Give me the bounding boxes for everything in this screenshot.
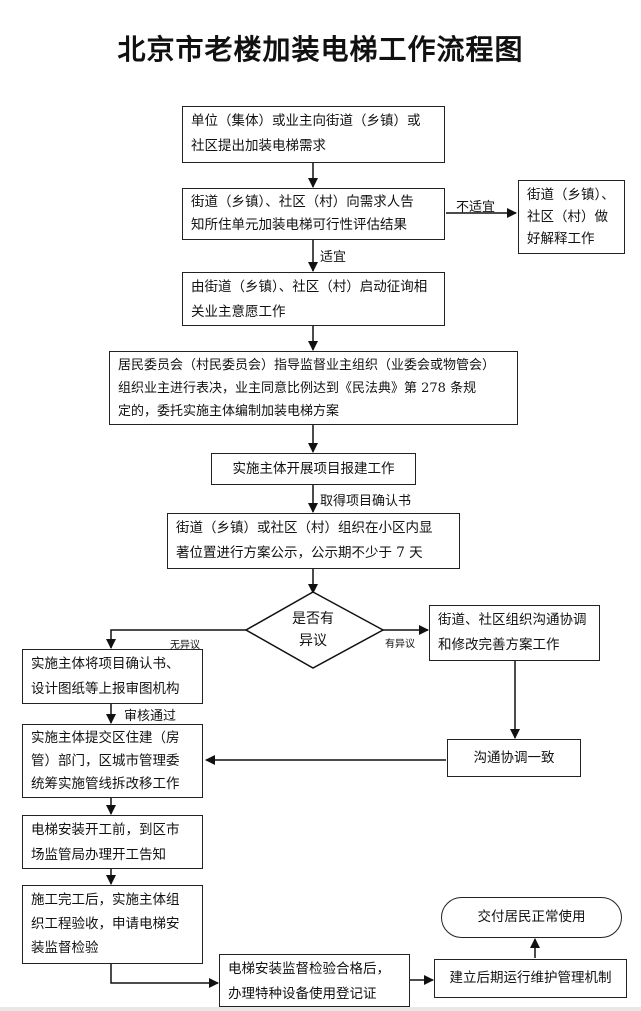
step-coordinate-line1: 街道、社区组织沟通协调	[438, 612, 587, 628]
step-start-notice-line2: 场监管局办理开工告知	[31, 847, 166, 863]
step-acceptance-line2: 织工程验收，申请电梯安	[31, 916, 180, 932]
step-assessment-line2: 知所住单元加装电梯可行性评估结果	[191, 217, 407, 233]
step-start-notice-line1: 电梯安装开工前，到区市	[31, 822, 180, 838]
step-explain-line3: 好解释工作	[527, 231, 595, 247]
step-review-box: 实施主体将项目确认书、 设计图纸等上报审图机构	[22, 649, 203, 704]
step-agreed-box: 沟通协调一致	[447, 739, 581, 777]
step-request-box: 单位（集体）或业主向街道（乡镇）或 社区提出加装电梯需求	[182, 106, 445, 163]
arrow-left4-bottommid	[110, 963, 219, 988]
step-request-line1: 单位（集体）或业主向街道（乡镇）或	[191, 113, 421, 129]
step-delivery-text: 交付居民正常使用	[477, 909, 586, 925]
step-pipeline-line3: 统筹实施管线拆改移工作	[31, 776, 180, 792]
step-vote-box: 居民委员会（村民委员会）指导监督业主组织（业委会或物管会） 组织业主进行表决，业…	[109, 351, 518, 425]
decision-diamond	[244, 591, 385, 669]
step-vote-line2: 组织业主进行表决，业主同意比例达到《民法典》第 278 条规	[118, 381, 477, 396]
label-no-objection: 无异议	[170, 640, 200, 651]
label-review-pass: 审核通过	[124, 709, 177, 724]
step-pipeline-box: 实施主体提交区住建（房 管）部门，区城市管理委 统筹实施管线拆改移工作	[22, 724, 203, 798]
decision-line1: 是否有	[292, 611, 334, 627]
step-pipeline-line1: 实施主体提交区住建（房	[31, 730, 180, 746]
step-start-notice-box: 电梯安装开工前，到区市 场监管局办理开工告知	[22, 815, 203, 869]
step-assessment-box: 街道（乡镇）、社区（村）向需求人告 知所住单元加装电梯可行性评估结果	[182, 188, 445, 240]
page-bottom-edge	[0, 1007, 641, 1011]
step-explain-box: 街道（乡镇）、 社区（村）做 好解释工作	[518, 180, 625, 254]
step-delivery-oval: 交付居民正常使用	[441, 897, 622, 938]
step-maintenance-text: 建立后期运行维护管理机制	[449, 970, 612, 986]
label-suitable: 适宜	[320, 250, 347, 265]
label-has-objection: 有异议	[385, 639, 415, 650]
step-consult-line2: 关业主意愿工作	[191, 304, 286, 320]
step-consult-box: 由街道（乡镇）、社区（村）启动征询相 关业主意愿工作	[182, 272, 445, 326]
step-filing-box: 实施主体开展项目报建工作	[211, 453, 416, 485]
step-vote-line3: 定的，委托实施主体编制加装电梯方案	[118, 404, 340, 419]
step-request-line2: 社区提出加装电梯需求	[191, 138, 326, 154]
step-publicity-line2: 著位置进行方案公示，公示期不少于 7 天	[176, 545, 423, 561]
step-vote-line1: 居民委员会（村民委员会）指导监督业主组织（业委会或物管会）	[118, 358, 496, 373]
page-title: 北京市老楼加装电梯工作流程图	[117, 33, 524, 66]
step-review-line1: 实施主体将项目确认书、	[31, 656, 180, 672]
step-assessment-line1: 街道（乡镇）、社区（村）向需求人告	[191, 194, 414, 210]
step-maintenance-box: 建立后期运行维护管理机制	[434, 959, 627, 998]
label-get-confirm: 取得项目确认书	[320, 494, 412, 509]
step-acceptance-box: 施工完工后，实施主体组 织工程验收，申请电梯安 装监督检验	[22, 885, 203, 964]
decision-text: 是否有 异议	[263, 608, 363, 652]
step-coordinate-box: 街道、社区组织沟通协调 和修改完善方案工作	[429, 605, 600, 661]
arrow-diamond-left	[106, 629, 246, 649]
label-not-suitable: 不适宜	[456, 200, 496, 215]
step-publicity-line1: 街道（乡镇）或社区（村）组织在小区内显	[176, 520, 433, 536]
step-review-line2: 设计图纸等上报审图机构	[31, 681, 180, 697]
step-publicity-box: 街道（乡镇）或社区（村）组织在小区内显 著位置进行方案公示，公示期不少于 7 天	[167, 513, 460, 569]
step-explain-line1: 街道（乡镇）、	[527, 187, 615, 203]
step-consult-line1: 由街道（乡镇）、社区（村）启动征询相	[191, 279, 428, 295]
step-coordinate-line2: 和修改完善方案工作	[438, 637, 560, 653]
step-acceptance-line1: 施工完工后，实施主体组	[31, 892, 180, 908]
step-explain-line2: 社区（村）做	[527, 209, 608, 225]
step-registration-line1: 电梯安装监督检验合格后，	[228, 961, 390, 977]
step-pipeline-line2: 管）部门，区城市管理委	[31, 753, 180, 769]
step-agreed-text: 沟通协调一致	[473, 750, 555, 766]
step-registration-box: 电梯安装监督检验合格后， 办理特种设备使用登记证	[219, 954, 410, 1007]
decision-line2: 异议	[299, 633, 327, 649]
step-filing-text: 实施主体开展项目报建工作	[232, 461, 395, 477]
step-registration-line2: 办理特种设备使用登记证	[228, 986, 377, 1002]
step-acceptance-line3: 装监督检验	[31, 940, 99, 956]
